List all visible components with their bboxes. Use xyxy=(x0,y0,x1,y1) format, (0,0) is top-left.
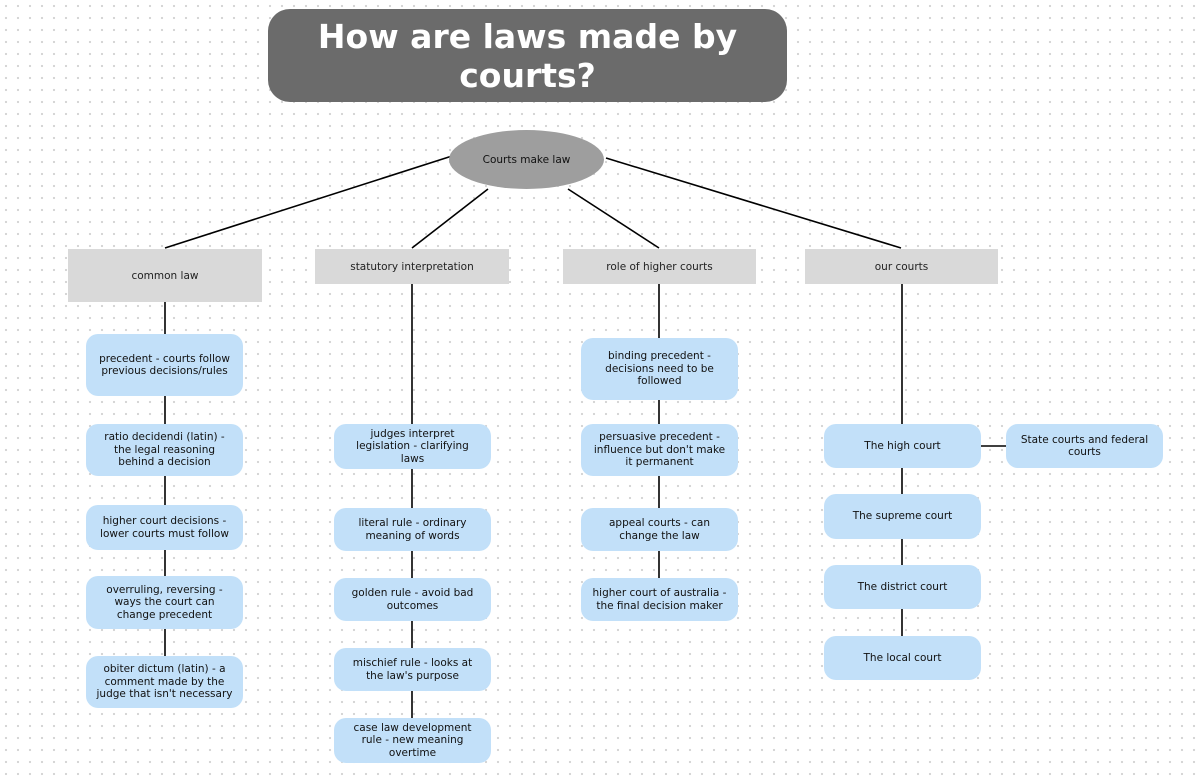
leaf-appeal-courts: appeal courts - can change the law xyxy=(581,508,738,551)
leaf-judges-interpret: judges interpret legislation - clarifyin… xyxy=(334,424,491,469)
leaf-obiter-dictum: obiter dictum (latin) - a comment made b… xyxy=(86,656,243,708)
connector-root-our-courts xyxy=(605,157,902,249)
category-our-courts: our courts xyxy=(805,249,998,284)
leaf-mischief-rule: mischief rule - looks at the law's purpo… xyxy=(334,648,491,691)
leaf-district-court: The district court xyxy=(824,565,981,609)
leaf-literal-rule: literal rule - ordinary meaning of words xyxy=(334,508,491,551)
leaf-high-court: The high court xyxy=(824,424,981,468)
leaf-precedent: precedent - courts follow previous decis… xyxy=(86,334,243,396)
page-title: How are laws made by courts? xyxy=(268,9,787,102)
leaf-golden-rule: golden rule - avoid bad outcomes xyxy=(334,578,491,621)
leaf-state-federal-courts: State courts and federal courts xyxy=(1006,424,1163,468)
connector-root-higher-courts xyxy=(567,188,660,249)
leaf-overruling-reversing: overruling, reversing - ways the court c… xyxy=(86,576,243,629)
root-node: Courts make law xyxy=(449,130,604,189)
leaf-persuasive-precedent: persuasive precedent - influence but don… xyxy=(581,424,738,476)
leaf-binding-precedent: binding precedent - decisions need to be… xyxy=(581,338,738,400)
connector-root-common-law xyxy=(164,155,453,249)
leaf-local-court: The local court xyxy=(824,636,981,680)
category-statutory-interpretation: statutory interpretation xyxy=(315,249,509,284)
leaf-supreme-court: The supreme court xyxy=(824,494,981,539)
category-common-law: common law xyxy=(68,249,262,302)
category-role-of-higher-courts: role of higher courts xyxy=(563,249,756,284)
leaf-higher-court-of-australia: higher court of australia - the final de… xyxy=(581,578,738,621)
leaf-higher-court-decisions: higher court decisions - lower courts mu… xyxy=(86,505,243,550)
connector-root-statutory xyxy=(411,188,489,249)
leaf-ratio-decidendi: ratio decidendi (latin) - the legal reas… xyxy=(86,424,243,476)
leaf-case-law-development: case law development rule - new meaning … xyxy=(334,718,491,763)
